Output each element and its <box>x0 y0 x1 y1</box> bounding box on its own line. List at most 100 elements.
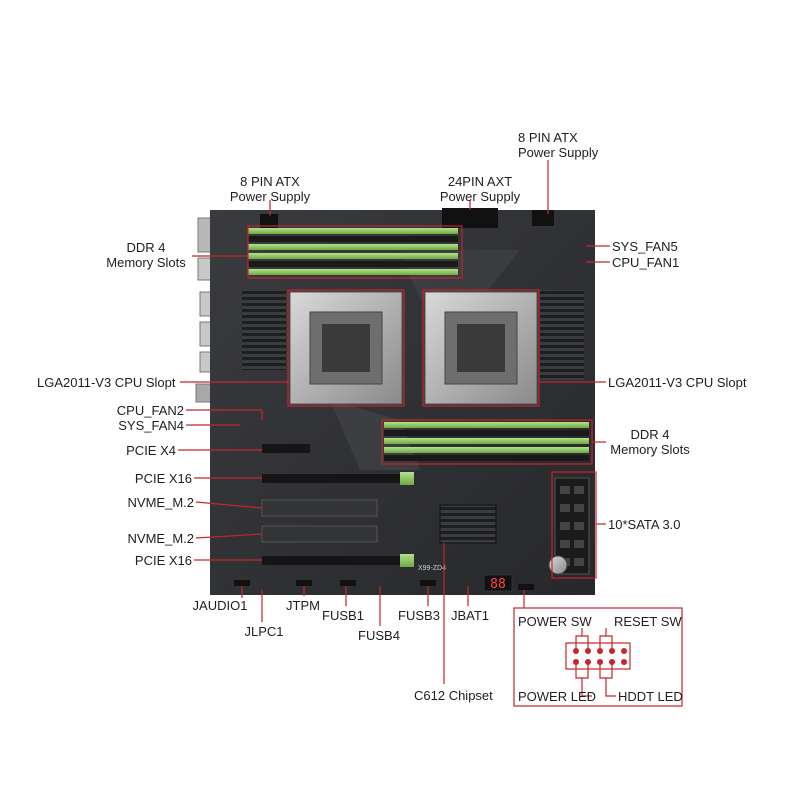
header-pins <box>518 584 534 590</box>
label-hddt-led: HDDT LED <box>618 689 683 704</box>
header-pins <box>234 580 250 586</box>
pcie-x4-slot <box>262 444 310 453</box>
label-fusb3: FUSB3 <box>398 608 440 623</box>
callout-cpu-left <box>287 289 405 407</box>
pcie-x16-slot-top <box>262 474 412 483</box>
sata-port <box>574 540 584 548</box>
label-atx8-left: 8 PIN ATX Power Supply <box>220 174 320 204</box>
chipset-heatsink <box>439 504 497 544</box>
label-sys-fan5: SYS_FAN5 <box>612 239 678 254</box>
label-power-led: POWER LED <box>518 689 597 704</box>
label-line: DDR 4 <box>630 427 670 442</box>
pcie-latch <box>400 472 414 485</box>
label-reset-sw: RESET SW <box>614 614 682 629</box>
bracket-hddt-led <box>599 662 613 679</box>
sata-port <box>574 486 584 494</box>
label-chipset: C612 Chipset <box>414 688 493 703</box>
callout-cpu-right <box>422 289 540 407</box>
bracket-power-led <box>575 662 589 679</box>
atx8-right-connector <box>532 210 554 226</box>
label-line: 8 PIN ATX <box>518 130 578 145</box>
sata-port <box>560 504 570 512</box>
label-cpu-fan1: CPU_FAN1 <box>612 255 680 270</box>
pin <box>621 659 627 665</box>
label-line: DDR 4 <box>126 240 166 255</box>
heatsink-icon <box>242 290 286 370</box>
ram-slot <box>384 422 589 428</box>
pcie-latch <box>400 554 414 567</box>
sata-port <box>574 558 584 566</box>
label-atx8-right: 8 PIN ATX Power Supply <box>518 130 598 160</box>
label-line: Power Supply <box>229 189 311 204</box>
label-line: Power Supply <box>439 189 521 204</box>
leader-nvme-bottom <box>195 533 263 539</box>
sata-port <box>560 540 570 548</box>
ram-slot <box>248 261 458 267</box>
atx8-left-connector <box>260 214 278 228</box>
label-jaudio: JAUDIO1 <box>192 598 248 613</box>
cmos-battery <box>548 555 568 575</box>
label-sata: 10*SATA 3.0 <box>608 517 681 532</box>
heatsink-icon <box>540 290 584 380</box>
sata-port <box>574 522 584 530</box>
label-nvme-top: NVME_M.2 <box>127 495 194 510</box>
nvme-slot-top <box>261 499 378 517</box>
atx24-connector <box>442 208 498 228</box>
leader-power-led <box>581 678 592 697</box>
label-jtpm: JTPM <box>286 598 320 613</box>
callout-front-panel <box>513 607 683 707</box>
front-panel-pin-diagram <box>565 628 631 697</box>
pcie-x16-slot-bottom <box>262 556 412 565</box>
pin <box>621 648 627 654</box>
label-fusb1: FUSB1 <box>322 608 364 623</box>
sata-port <box>560 486 570 494</box>
label-power-sw: POWER SW <box>518 614 592 629</box>
ram-slot <box>248 236 458 242</box>
board-marking: X99-ZD4 <box>418 565 446 572</box>
label-pcie-x16-top: PCIE X16 <box>134 471 192 486</box>
label-pcie-x4: PCIE X4 <box>126 443 176 458</box>
nvme-slot-bottom <box>261 525 378 543</box>
cpu-socket-pins <box>322 324 370 372</box>
pin-header-icon <box>565 642 631 670</box>
label-jlpc: JLPC1 <box>244 624 284 639</box>
leader-nvme-top <box>195 501 263 509</box>
label-sys-fan4: SYS_FAN4 <box>118 418 184 433</box>
label-cpu-slot-left: LGA2011-V3 CPU Slopt <box>37 375 176 390</box>
label-jbat: JBAT1 <box>450 608 490 623</box>
ram-slot <box>384 455 589 461</box>
sata-port <box>560 522 570 530</box>
label-pcie-x16-bottom: PCIE X16 <box>134 553 192 568</box>
label-line: 8 PIN ATX <box>240 174 300 189</box>
header-pins <box>296 580 312 586</box>
ram-slot <box>248 269 458 275</box>
ddr4-top-slots <box>248 228 458 275</box>
cpu-socket-pins <box>457 324 505 372</box>
ram-slot <box>248 228 458 234</box>
ram-slot <box>248 253 458 259</box>
label-fusb4: FUSB4 <box>358 628 400 643</box>
label-cpu-fan2: CPU_FAN2 <box>116 403 184 418</box>
label-line: Memory Slots <box>610 442 690 457</box>
callouts <box>178 160 683 707</box>
label-ddr4-top: DDR 4 Memory Slots <box>100 240 192 270</box>
label-line: Power Supply <box>518 145 599 160</box>
label-ddr4-right: DDR 4 Memory Slots <box>606 427 694 457</box>
sata-port <box>574 504 584 512</box>
ram-slot <box>248 244 458 250</box>
label-atx24: 24PIN AXT Power Supply <box>428 174 532 204</box>
header-pins <box>340 580 356 586</box>
debug-display <box>483 574 513 592</box>
label-line: 24PIN AXT <box>447 174 513 189</box>
ram-slot <box>384 430 589 436</box>
label-line: Memory Slots <box>106 255 186 270</box>
cpu-socket-left <box>289 291 403 405</box>
cpu-socket-right <box>424 291 538 405</box>
label-cpu-slot-right: LGA2011-V3 CPU Slopt <box>608 375 747 390</box>
ddr4-right-slots <box>384 422 589 461</box>
label-nvme-bottom: NVME_M.2 <box>127 531 194 546</box>
leader-hddt-led <box>605 678 616 697</box>
callout-ddr4-top <box>247 225 463 279</box>
ram-slot <box>384 438 589 444</box>
debug-display-digits: 88 <box>490 577 506 592</box>
